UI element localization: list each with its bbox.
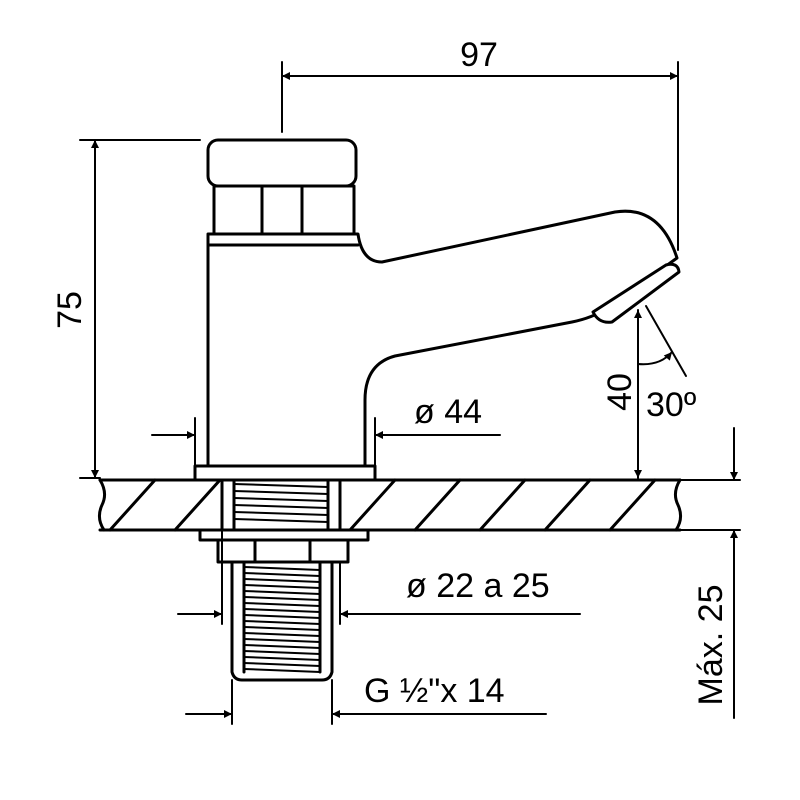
- thread-line: [243, 638, 321, 643]
- thread-line: [243, 626, 321, 631]
- thread-line: [243, 620, 321, 625]
- countertop-slab: [97, 478, 683, 532]
- thread-line: [243, 656, 321, 661]
- thread-line: [233, 511, 329, 516]
- thread-line: [243, 578, 321, 583]
- thread-line: [243, 602, 321, 607]
- dimension-diameter-22-25: ø 22 a 25: [177, 529, 581, 625]
- dimension-97: 97: [281, 36, 679, 251]
- thread-line: [233, 483, 329, 488]
- angle-30-label: 30º: [646, 386, 696, 424]
- thread-line: [233, 518, 329, 523]
- angle-30: 30º: [637, 305, 696, 424]
- thread-line: [243, 590, 321, 595]
- thread-line: [243, 644, 321, 649]
- thread-line: [243, 608, 321, 613]
- thread-line: [243, 614, 321, 619]
- dimension-40: 40: [601, 309, 642, 479]
- dimension-diameter-22-25-label: ø 22 a 25: [406, 567, 550, 605]
- thread-line: [243, 566, 321, 571]
- dimension-97-label: 97: [460, 36, 498, 74]
- dimension-75: 75: [51, 139, 201, 479]
- thread-line: [233, 490, 329, 495]
- fixing-nut: [198, 528, 370, 564]
- thread-line: [243, 650, 321, 655]
- dimension-thread-label: G ½"x 14: [364, 672, 505, 710]
- connection-thread: [230, 560, 334, 682]
- thread-line: [243, 572, 321, 577]
- dimension-max-25: Máx. 25: [679, 427, 741, 719]
- dimension-75-label: 75: [51, 291, 89, 329]
- faucet-body: [193, 209, 681, 482]
- thread-line: [243, 668, 321, 673]
- push-button-head: [206, 138, 358, 236]
- dimension-40-label: 40: [601, 373, 639, 411]
- thread-line: [243, 584, 321, 589]
- dimension-thread: G ½"x 14: [185, 672, 547, 725]
- thread-line: [233, 497, 329, 502]
- dimension-diameter-44: ø 44: [151, 393, 501, 467]
- thread-line: [233, 504, 329, 509]
- thread-line: [243, 596, 321, 601]
- thread-line: [243, 632, 321, 637]
- dimension-diameter-44-label: ø 44: [414, 393, 482, 431]
- threaded-shank: [220, 478, 342, 532]
- thread-line: [243, 662, 321, 667]
- dimension-max-25-label: Máx. 25: [692, 585, 730, 706]
